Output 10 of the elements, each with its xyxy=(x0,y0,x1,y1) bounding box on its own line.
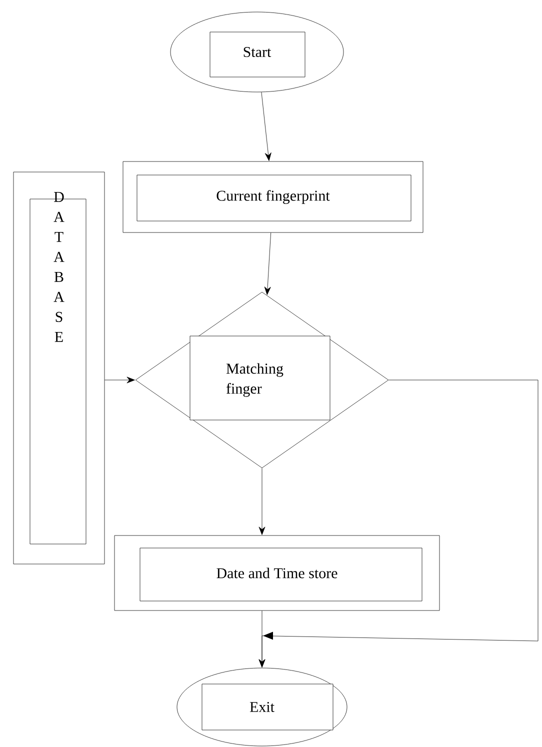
arrow xyxy=(104,376,135,384)
arrow xyxy=(258,468,266,535)
process-box: Date and Time store xyxy=(114,535,440,611)
terminal-oval: Exit xyxy=(176,668,348,746)
process-box: Current fingerprint xyxy=(122,161,424,233)
database-box: D A T A B A S E xyxy=(13,172,105,564)
arrow xyxy=(264,232,272,295)
arrow xyxy=(258,380,538,668)
arrow xyxy=(261,92,272,161)
terminal-oval: Start xyxy=(170,12,344,92)
